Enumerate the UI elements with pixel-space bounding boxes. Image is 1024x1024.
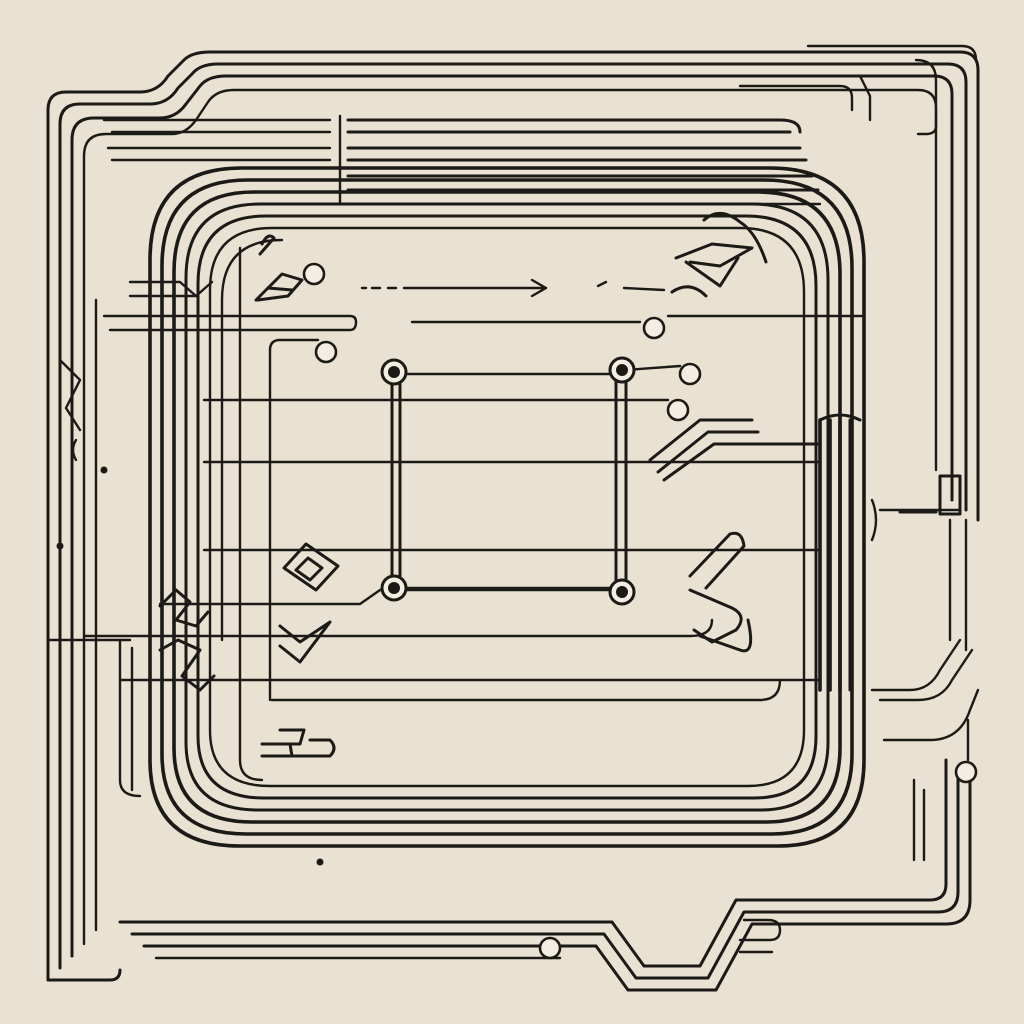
dot-marker (56, 542, 64, 550)
dot-marker (100, 466, 108, 474)
terminal-node (954, 760, 978, 784)
terminal-node (678, 362, 702, 386)
hook-connector-icon (688, 531, 753, 653)
terminal-node (302, 262, 326, 286)
junction-node-core (388, 582, 400, 594)
open-terminal-nodes (302, 262, 978, 960)
terminal-node (538, 936, 562, 960)
left-side-traces (46, 280, 216, 798)
top-parallel-traces (102, 114, 822, 206)
connector-block-icon (898, 474, 962, 516)
zigzag-trace-icon (648, 418, 822, 482)
stamp-glyph-icon (260, 728, 336, 758)
inner-rounded-loop (148, 166, 866, 848)
junction-node-core (388, 366, 400, 378)
junction-rails (390, 364, 682, 592)
dot-marker (316, 858, 324, 866)
junction-node-core (616, 364, 628, 376)
bottom-trace-bundle (46, 758, 972, 992)
right-side-traces (818, 58, 980, 762)
outer-trace-bundle (46, 44, 980, 982)
ic-chip-icon (282, 542, 340, 592)
terminal-node (666, 398, 690, 422)
junction-nodes (380, 356, 636, 606)
horizontal-trace-set (82, 246, 866, 782)
arrow-right-icon (360, 278, 666, 298)
bracket-glyph-icon (278, 620, 332, 664)
terminal-node (314, 340, 338, 364)
bird-glyph-icon (254, 234, 304, 302)
signal-glyph-icon (670, 212, 768, 298)
junction-node-core (616, 586, 628, 598)
small-dot-markers (56, 466, 324, 866)
terminal-node (642, 316, 666, 340)
